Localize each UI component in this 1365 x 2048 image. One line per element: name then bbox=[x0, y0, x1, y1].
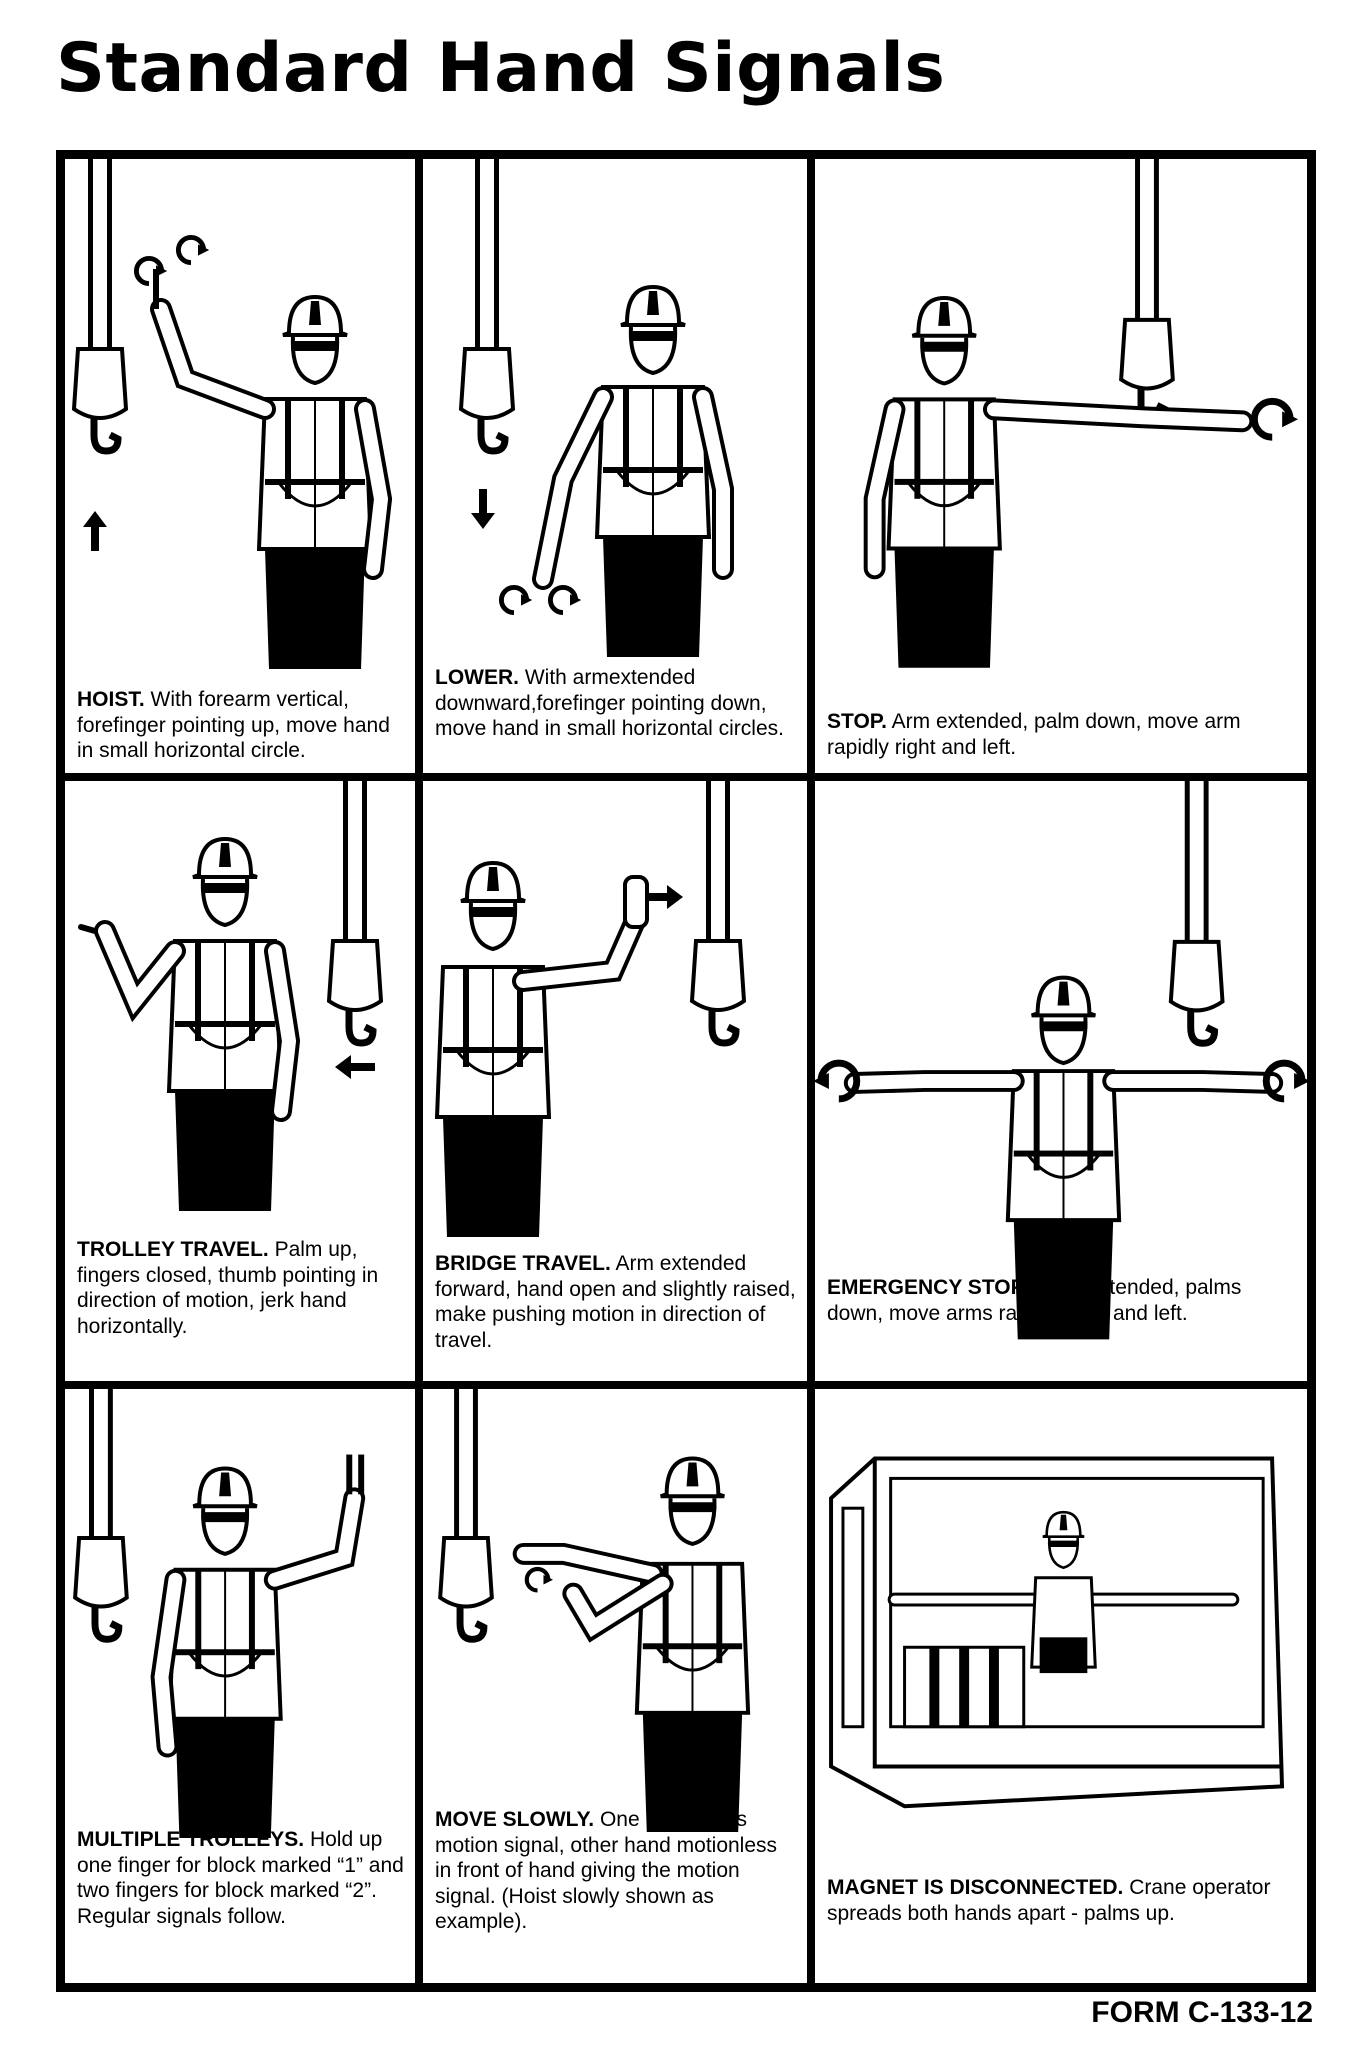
signal-grid: HOIST. With forearm vertical, forefinger… bbox=[56, 150, 1316, 1992]
signal-caption-trolley-travel: TROLLEY TRAVEL. Palm up, fingers closed,… bbox=[77, 1238, 379, 1338]
hoist-figure-icon bbox=[65, 159, 393, 671]
signal-caption-emergency-stop: EMERGENCY STOP. Arms extended, palms dow… bbox=[827, 1276, 1242, 1325]
signal-panel-bridge-travel: BRIDGE TRAVEL. Arm extended forward, han… bbox=[423, 781, 807, 1381]
page-title: Standard Hand Signals bbox=[56, 29, 946, 108]
signal-caption-lower: LOWER. With armextended downward,forefin… bbox=[435, 666, 784, 741]
lower-figure-icon bbox=[423, 159, 734, 659]
signal-caption-multiple-trolleys: MULTIPLE TROLLEYS. Hold up one finger fo… bbox=[77, 1828, 404, 1928]
trolley-travel-figure-icon bbox=[78, 781, 415, 1213]
signal-panel-magnet-disconnected: MAGNET IS DISCONNECTED. Crane operator s… bbox=[815, 1389, 1307, 1983]
magnet-disconnected-figure-icon bbox=[829, 1456, 1285, 1809]
signal-caption-magnet-disconnected: MAGNET IS DISCONNECTED. Crane operator s… bbox=[827, 1876, 1271, 1925]
signal-panel-hoist: HOIST. With forearm vertical, forefinger… bbox=[65, 159, 415, 773]
signal-panel-multiple-trolleys: MULTIPLE TROLLEYS. Hold up one finger fo… bbox=[65, 1389, 415, 1983]
signal-panel-emergency-stop: EMERGENCY STOP. Arms extended, palms dow… bbox=[815, 781, 1307, 1381]
signal-panel-trolley-travel: TROLLEY TRAVEL. Palm up, fingers closed,… bbox=[65, 781, 415, 1381]
signal-caption-stop: STOP. Arm extended, palm down, move arm … bbox=[827, 710, 1241, 759]
bridge-travel-figure-icon bbox=[435, 781, 807, 1239]
emergency-stop-figure-icon bbox=[815, 781, 1307, 1342]
signal-caption-bridge-travel: BRIDGE TRAVEL. Arm extended forward, han… bbox=[435, 1252, 796, 1352]
stop-figure-icon bbox=[863, 159, 1307, 670]
form-code: FORM C-133-12 bbox=[1091, 1996, 1313, 2029]
multiple-trolleys-figure-icon bbox=[65, 1389, 366, 1840]
signal-panel-stop: STOP. Arm extended, palm down, move arm … bbox=[815, 159, 1307, 773]
signal-panel-move-slowly: MOVE SLOWLY. One hand gives motion signa… bbox=[423, 1389, 807, 1983]
signal-caption-move-slowly: MOVE SLOWLY. One hand gives motion signa… bbox=[435, 1808, 778, 1934]
signal-panel-lower: LOWER. With armextended downward,forefin… bbox=[423, 159, 807, 773]
move-slowly-figure-icon bbox=[423, 1389, 751, 1835]
signal-caption-hoist: HOIST. With forearm vertical, forefinger… bbox=[77, 688, 390, 763]
